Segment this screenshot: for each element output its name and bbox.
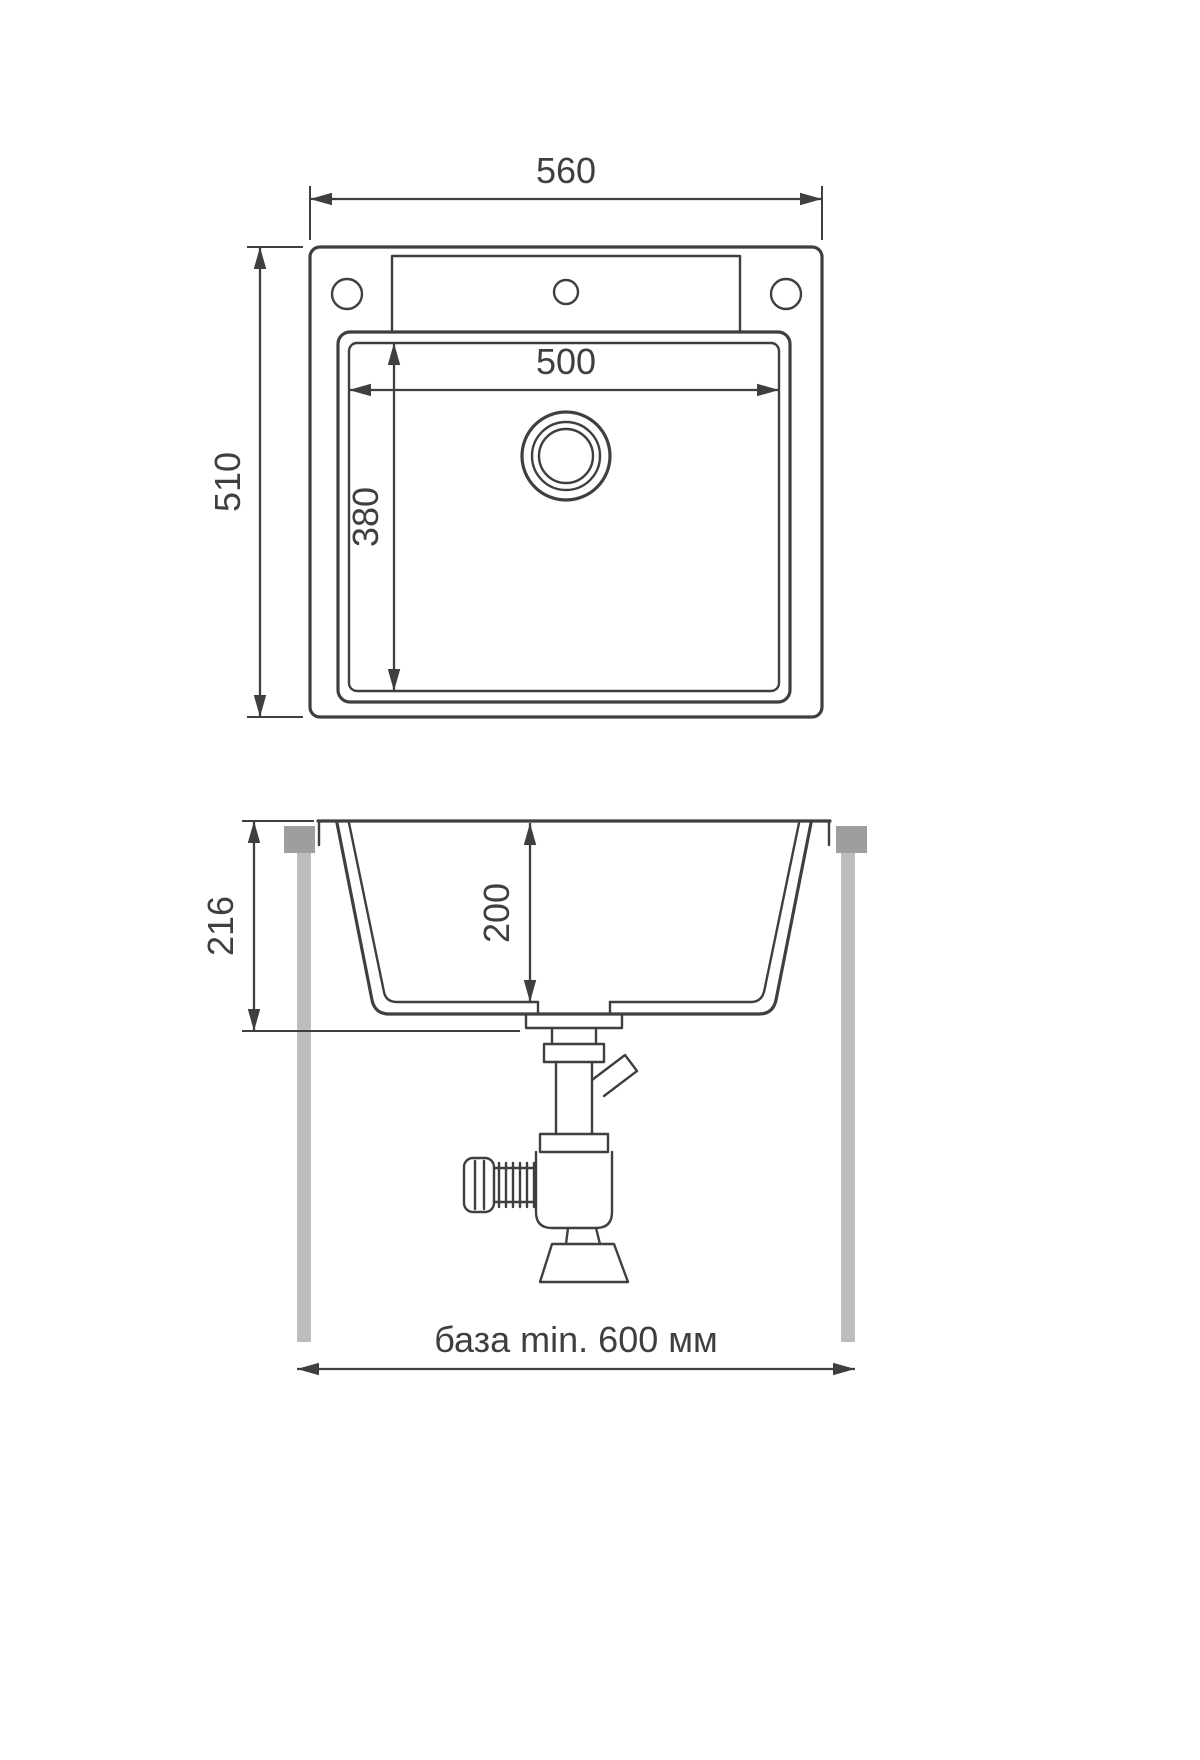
sink-section-profile bbox=[316, 819, 832, 1016]
countertop-block-right bbox=[836, 826, 867, 853]
overall-height-label: 216 bbox=[200, 896, 241, 956]
cap-body bbox=[462, 1156, 496, 1214]
drain-trap-assembly bbox=[462, 1012, 639, 1284]
coupling-nut-mid bbox=[538, 1132, 610, 1154]
drain-flange bbox=[524, 1012, 624, 1030]
cabinet-side-panel-left bbox=[297, 826, 311, 1342]
bowl-width-label: 500 bbox=[536, 341, 596, 382]
bowl-height-label: 200 bbox=[476, 883, 517, 943]
dim-bowl-depth: 380 bbox=[345, 343, 401, 691]
bowl-inner-wall-right bbox=[608, 821, 801, 1004]
outlet-cap bbox=[462, 1156, 496, 1214]
faucet-hole-center bbox=[552, 278, 580, 306]
bowl-outline bbox=[336, 330, 792, 704]
drain bbox=[520, 410, 612, 502]
faucet-hole-left bbox=[330, 277, 364, 311]
drain-outer-ring bbox=[520, 410, 612, 502]
cabinet-side-panel-right bbox=[841, 826, 855, 1342]
top-view: 560 510 500 380 bbox=[207, 150, 824, 719]
drain-mid-ring bbox=[530, 420, 602, 492]
cabinet-wall-left bbox=[284, 826, 315, 1342]
countertop-block-left bbox=[284, 826, 315, 853]
bowl-outer-wall bbox=[335, 821, 813, 1016]
bowl-depth-label: 380 bbox=[345, 487, 386, 547]
branch-stub bbox=[590, 1053, 639, 1098]
spout-bell bbox=[538, 1242, 630, 1284]
bowl-inner-wall-left bbox=[347, 821, 540, 1004]
trap-bottle bbox=[534, 1150, 614, 1230]
faucet-hole-right bbox=[769, 277, 803, 311]
overall-depth-label: 510 bbox=[207, 452, 248, 512]
cabinet-base-label: база min. 600 мм bbox=[434, 1319, 718, 1360]
dim-overall-width: 560 bbox=[309, 150, 823, 240]
drain-inner-ring bbox=[537, 427, 595, 485]
dim-bowl-width: 500 bbox=[349, 341, 779, 397]
overall-width-label: 560 bbox=[536, 150, 596, 191]
sink-outline bbox=[308, 245, 824, 719]
spout-neck bbox=[564, 1226, 570, 1246]
cabinet-wall-right bbox=[836, 826, 867, 1342]
dim-bowl-height: 200 bbox=[476, 823, 537, 1002]
section-view: 216 200 база min. 600 мм bbox=[200, 819, 867, 1376]
faucet-deck bbox=[390, 254, 742, 334]
dim-overall-height: 216 bbox=[200, 820, 520, 1032]
spout-neck bbox=[594, 1226, 602, 1246]
dim-cabinet-base: база min. 600 мм bbox=[297, 1319, 855, 1376]
bowl-inner-edge bbox=[347, 341, 781, 693]
corrugated-adapter bbox=[492, 1161, 538, 1209]
coupling-nut-top bbox=[542, 1042, 606, 1064]
outlet-spout bbox=[538, 1226, 630, 1284]
dim-overall-depth: 510 bbox=[207, 246, 303, 718]
